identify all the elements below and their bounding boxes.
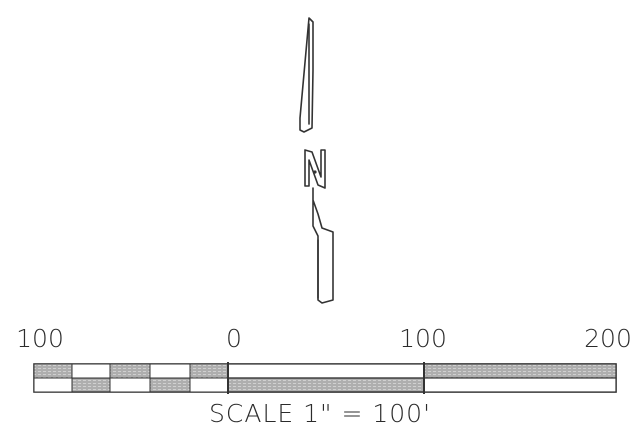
north-arrow-pivot: [313, 170, 317, 174]
scale-segment: [33, 377, 73, 393]
scale-segment: [33, 363, 73, 379]
scale-segment: [149, 377, 191, 393]
north-letter-n-icon: [304, 149, 326, 189]
scale-tick-label-100-right: 100: [399, 324, 447, 353]
scale-segment: [189, 377, 229, 393]
north-arrow-icon: [299, 17, 334, 304]
scale-segment: [71, 377, 111, 393]
scale-tick-label-0: 0: [226, 324, 242, 353]
scale-segment: [227, 377, 425, 393]
north-arrow-head: [299, 17, 314, 133]
north-arrow-tail: [312, 187, 334, 304]
scale-segment: [227, 363, 425, 379]
scale-segment: [423, 377, 617, 393]
scale-tick-label-100-left: 100: [16, 324, 64, 353]
scale-tick-label-200: 200: [584, 324, 632, 353]
scale-segment: [189, 363, 229, 379]
scale-segment: [109, 377, 151, 393]
scale-segment: [423, 363, 617, 379]
scale-segment: [149, 363, 191, 379]
scale-segment: [109, 363, 151, 379]
scale-caption: SCALE 1" = 100': [209, 399, 431, 428]
scale-bar: [33, 362, 617, 394]
scale-segment: [71, 363, 111, 379]
